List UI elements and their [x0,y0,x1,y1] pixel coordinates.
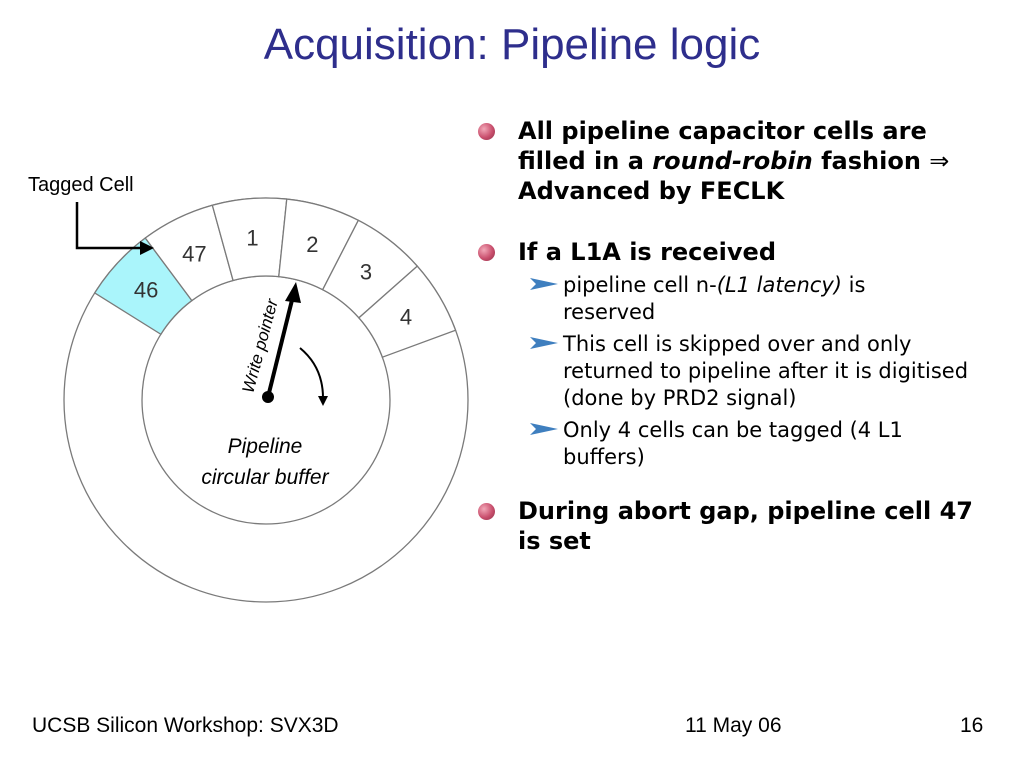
sub-bullet-skipped: This cell is skipped over and only retur… [478,331,998,412]
bullet-round-robin: All pipeline capacitor cells are filled … [478,116,998,206]
bullet-abort-gap: During abort gap, pipeline cell 47 is se… [478,496,998,556]
footer-page-number: 16 [960,714,984,737]
buffer-cell-label-2: 2 [306,232,318,257]
sub-bullet-four-cells: Only 4 cells can be tagged (4 L1 buffers… [478,417,938,471]
bullet-dot-icon [478,123,495,140]
sub-bullet-arrow-icon [530,337,558,349]
center-label-line2: circular buffer [201,466,329,489]
buffer-cell-label-47: 47 [182,242,206,267]
center-label-line1: Pipeline [228,435,303,458]
buffer-cell-label-4: 4 [400,304,412,329]
write-pointer-arrow [266,295,295,398]
footer-left: UCSB Silicon Workshop: SVX3D [32,714,339,737]
bullet-list: All pipeline capacitor cells are filled … [478,116,998,556]
buffer-cell-label-46: 46 [134,278,158,303]
sub-bullet-arrow-icon [530,278,558,290]
rotation-direction-arrow [299,347,324,399]
buffer-cells: 46 47 1 2 3 4 [93,197,457,359]
rotation-direction-arrowhead [318,396,328,406]
sub-bullet-arrow-icon [530,423,558,435]
tagged-cell-callout-line [75,202,140,250]
sub-bullet-reserved: pipeline cell n-(L1 latency) is reserved [478,272,938,326]
tagged-cell-label: Tagged Cell [28,174,134,196]
bullet-dot-icon [478,244,495,261]
implies-icon: ⇒ [929,147,950,175]
buffer-cell-label-1: 1 [246,226,258,251]
write-pointer-pivot [262,391,274,403]
bullet-dot-icon [478,503,495,520]
bullet-l1a-received: If a L1A is received [478,237,998,267]
tagged-cell-arrowhead [140,241,154,255]
buffer-cell-4 [357,265,457,359]
footer-date: 11 May 06 [685,714,782,737]
slide-title: Acquisition: Pipeline logic [263,20,761,69]
buffer-cell-label-3: 3 [360,259,372,284]
write-pointer-arrowhead [285,282,301,303]
